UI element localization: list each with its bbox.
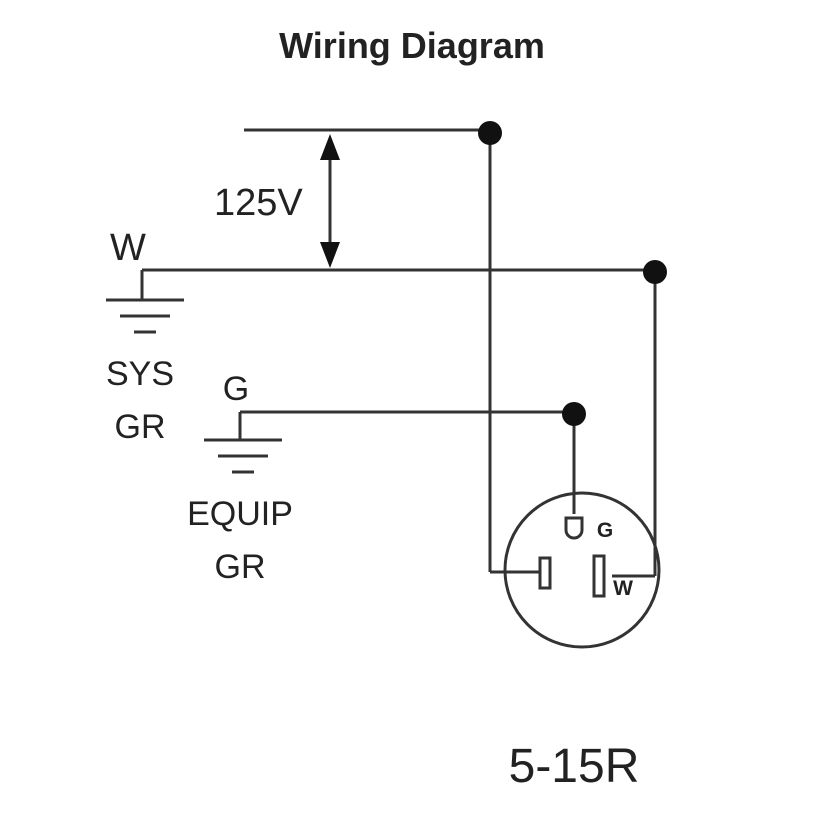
receptacle-model-label: 5-15R [509,740,640,793]
system-ground-label-line2: GR [115,408,166,446]
receptacle-face [503,491,661,649]
ground-wire [240,402,586,514]
neutral-blade-icon [592,554,606,598]
voltage-arrow [320,134,340,268]
equipment-ground-label-line2: GR [215,548,266,586]
equipment-ground-label-line1: EQUIP [187,495,293,533]
receptacle-ground-terminal-label: G [597,519,613,542]
voltage-label: 125V [214,182,303,224]
neutral-label: W [110,227,146,269]
neutral-wire [142,260,667,578]
system-ground-icon [106,270,184,334]
equipment-ground-icon [204,412,282,474]
receptacle-neutral-terminal-label: W [613,577,633,600]
system-ground-label-line1: SYS [106,355,174,393]
ground-pin-icon [564,516,584,540]
hot-blade-icon [538,556,552,590]
ground-label: G [223,370,249,408]
hot-wire [244,121,540,574]
diagram-title: Wiring Diagram [279,25,545,66]
